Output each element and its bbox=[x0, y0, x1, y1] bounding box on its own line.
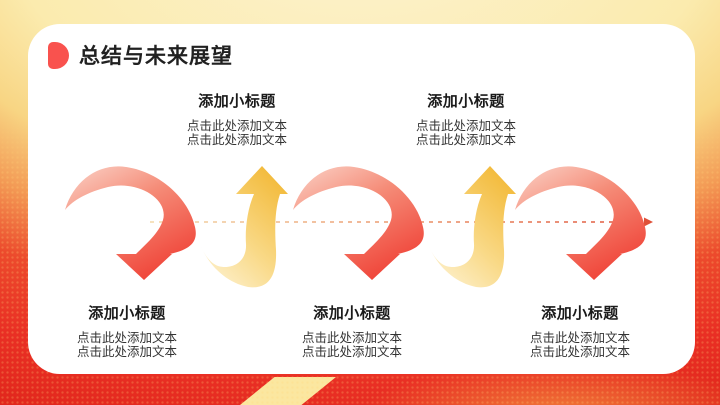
title-bullet-icon bbox=[48, 41, 69, 69]
callout-text-line: 点击此处添加文本 bbox=[415, 119, 516, 133]
callout-text-line: 点击此处添加文本 bbox=[186, 132, 287, 147]
callout-top-2[interactable]: 添加小标题 点击此处添加文本 点击此处添加文本 bbox=[371, 90, 561, 147]
callout-title: 添加小标题 bbox=[88, 305, 166, 322]
callout-text-line: 点击此处添加文本 bbox=[76, 331, 177, 345]
callout-text-line: 点击此处添加文本 bbox=[529, 331, 630, 345]
callout-title: 添加小标题 bbox=[198, 93, 276, 110]
callout-title: 添加小标题 bbox=[541, 305, 619, 322]
callout-text-line: 点击此处添加文本 bbox=[301, 344, 402, 359]
callout-text-line: 点击此处添加文本 bbox=[415, 132, 516, 147]
callout-bottom-3[interactable]: 添加小标题 点击此处添加文本 点击此处添加文本 bbox=[485, 302, 675, 359]
callout-text-line: 点击此处添加文本 bbox=[76, 344, 177, 359]
callout-text-line: 点击此处添加文本 bbox=[529, 344, 630, 359]
callout-title: 添加小标题 bbox=[313, 305, 391, 322]
page-title: 总结与未来展望 bbox=[79, 45, 233, 68]
slide-title-block[interactable]: 总结与未来展望 bbox=[48, 40, 233, 70]
callout-title: 添加小标题 bbox=[427, 93, 505, 110]
callout-bottom-2[interactable]: 添加小标题 点击此处添加文本 点击此处添加文本 bbox=[257, 302, 447, 359]
road-stripe-decoration bbox=[240, 377, 336, 405]
callout-text-line: 点击此处添加文本 bbox=[186, 119, 287, 133]
callout-top-1[interactable]: 添加小标题 点击此处添加文本 点击此处添加文本 bbox=[142, 90, 332, 147]
callout-bottom-1[interactable]: 添加小标题 点击此处添加文本 点击此处添加文本 bbox=[32, 302, 222, 359]
callout-text-line: 点击此处添加文本 bbox=[301, 331, 402, 345]
